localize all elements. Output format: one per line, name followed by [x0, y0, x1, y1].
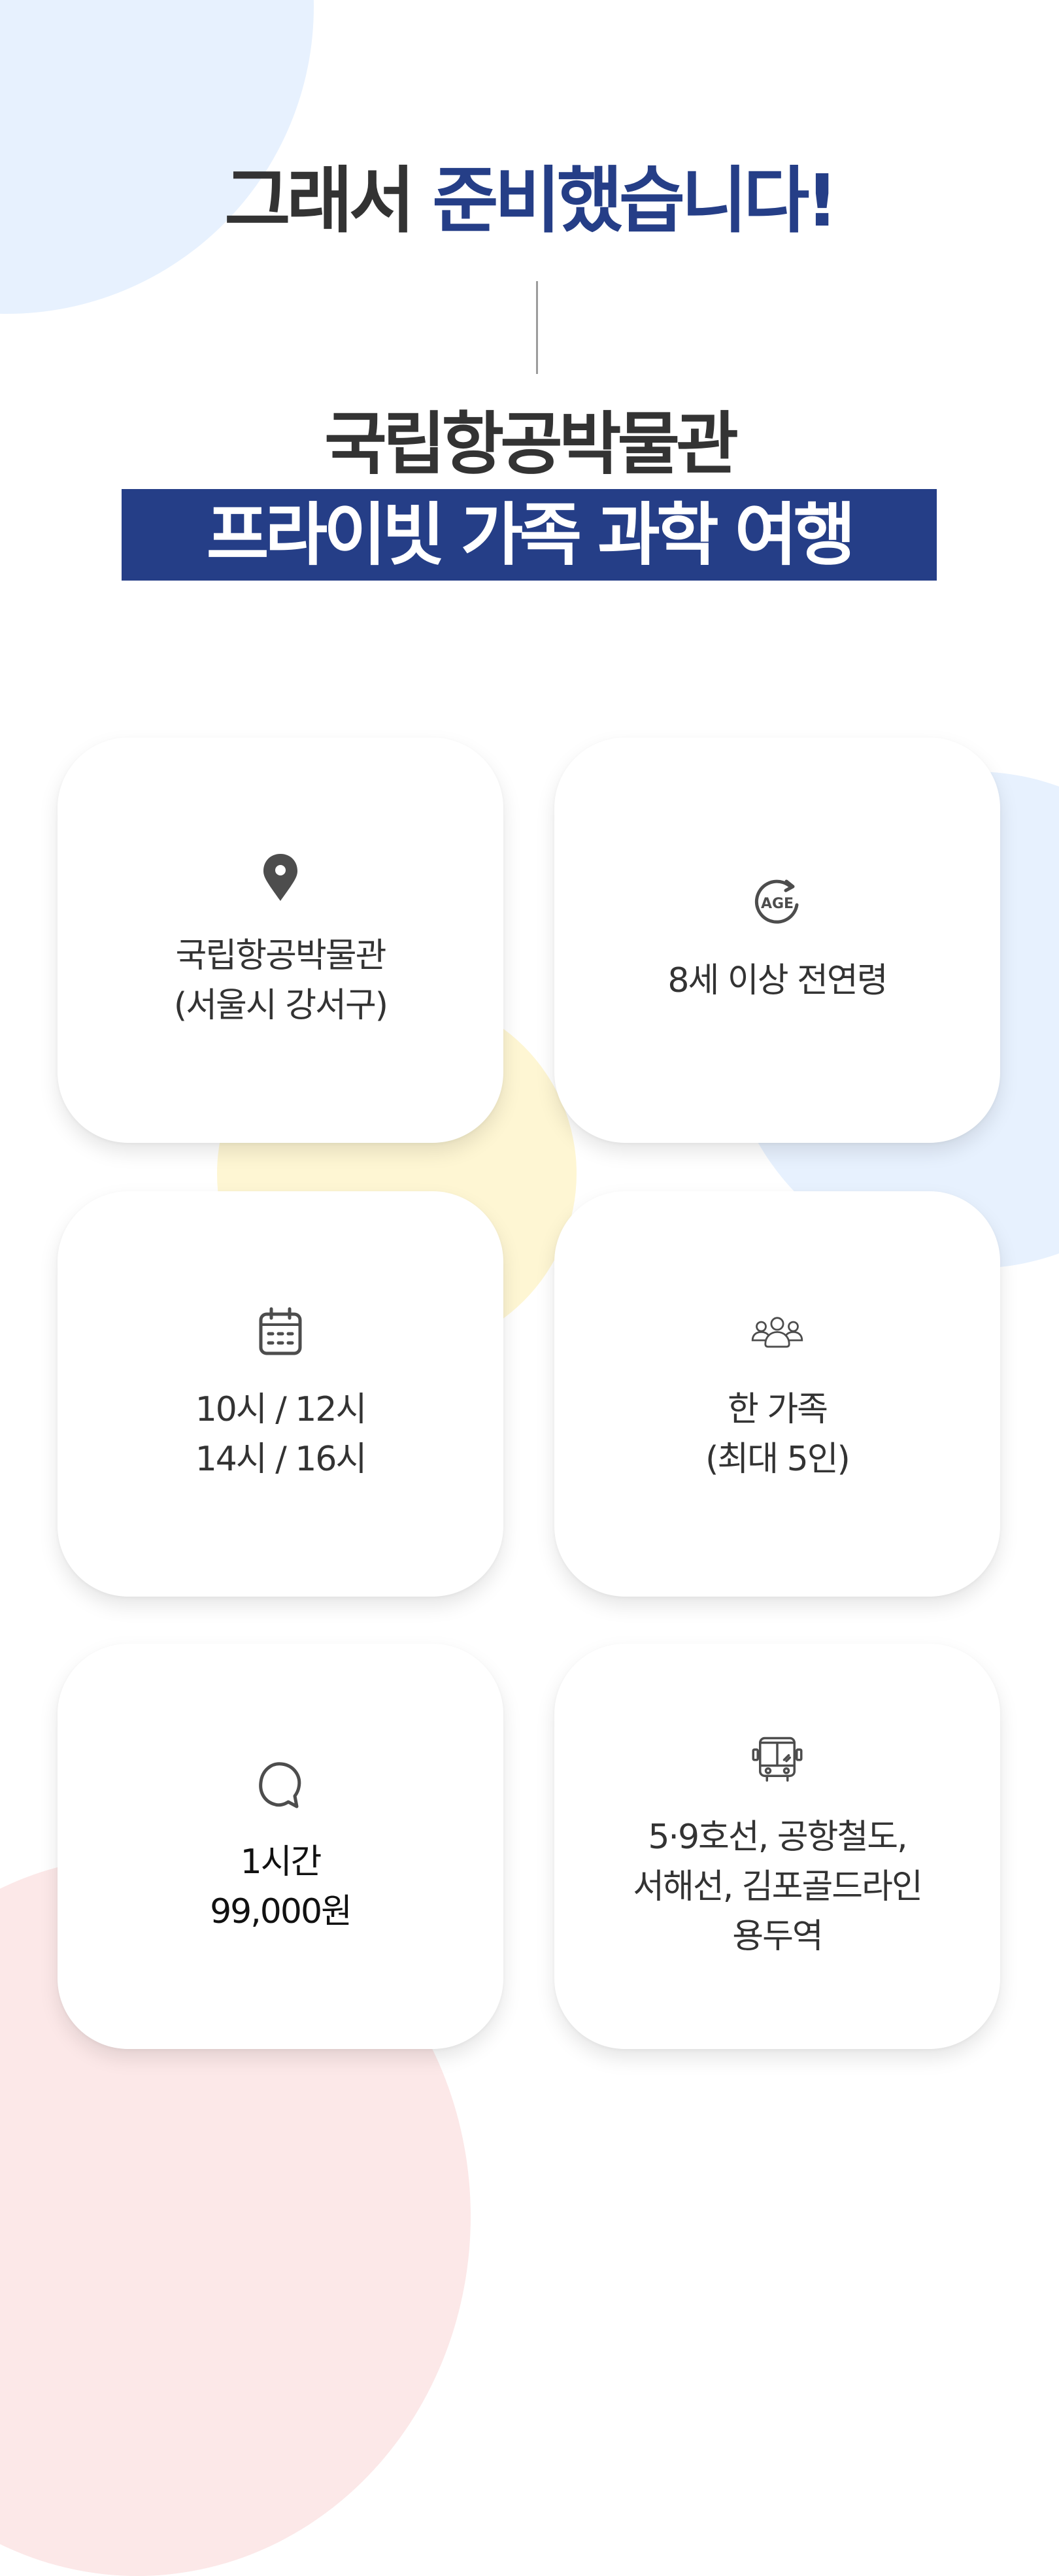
card-line: 10시 / 12시 [195, 1390, 367, 1429]
card-line: (최대 5인) [705, 1440, 850, 1479]
card-line: 14시 / 16시 [195, 1440, 367, 1479]
page-heading: 그래서 준비했습니다! [0, 152, 1059, 250]
card-text: 한 가족 (최대 5인) [705, 1385, 850, 1484]
title-band: 프라이빗 가족 과학 여행 [122, 489, 937, 581]
chat-bubble-icon [253, 1756, 308, 1811]
age-icon: AGE [750, 875, 805, 930]
card-line: 8세 이상 전연령 [667, 961, 888, 1000]
band-title: 프라이빗 가족 과학 여행 [206, 495, 856, 575]
people-group-icon [750, 1304, 805, 1359]
calendar-icon [253, 1304, 308, 1359]
card-text: 8세 이상 전연령 [667, 956, 888, 1006]
card-line: 국립항공박물관 [175, 936, 387, 975]
svg-text:AGE: AGE [761, 896, 794, 912]
card-text: 5·9호선, 공항철도, 서해선, 김포골드라인 용두역 [633, 1812, 923, 1961]
card-line: (서울시 강서구) [173, 986, 388, 1025]
info-card-location: 국립항공박물관 (서울시 강서구) [58, 737, 503, 1143]
card-line: 5·9호선, 공항철도, [648, 1818, 907, 1857]
info-card-schedule: 10시 / 12시 14시 / 16시 [58, 1191, 503, 1597]
card-text: 국립항공박물관 (서울시 강서구) [173, 931, 388, 1030]
info-card-price: 1시간 99,000원 [58, 1644, 503, 2049]
card-line: 용두역 [732, 1917, 824, 1956]
info-card-age: AGE 8세 이상 전연령 [554, 737, 1000, 1143]
card-line: 한 가족 [727, 1390, 828, 1429]
info-card-group: 한 가족 (최대 5인) [554, 1191, 1000, 1597]
subtitle: 국립항공박물관 [324, 404, 739, 484]
heading-accent: 준비했습니다! [432, 159, 838, 243]
card-line: 99,000원 [210, 1892, 352, 1931]
bus-icon [750, 1731, 805, 1786]
location-pin-icon [253, 850, 308, 905]
card-text: 1시간 99,000원 [210, 1837, 352, 1937]
card-line: 서해선, 김포골드라인 [633, 1867, 923, 1907]
heading-prefix: 그래서 [224, 159, 415, 243]
info-card-transport: 5·9호선, 공항철도, 서해선, 김포골드라인 용두역 [554, 1644, 1000, 2049]
card-text: 10시 / 12시 14시 / 16시 [195, 1385, 367, 1484]
card-line: 1시간 [240, 1842, 322, 1882]
vertical-divider [536, 281, 538, 374]
